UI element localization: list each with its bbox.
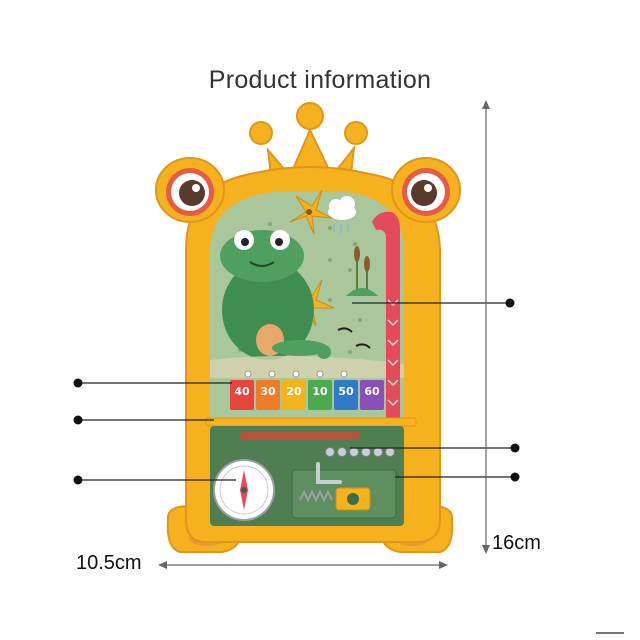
spring-icon	[299, 489, 333, 503]
score-value: 60	[364, 385, 380, 398]
score-row: 40 30 20 10 50 60	[230, 380, 384, 410]
divider-bar	[205, 417, 417, 427]
score-value: 30	[260, 385, 276, 398]
score-tile	[360, 380, 384, 410]
frog-eye-icon	[155, 157, 225, 223]
callout-lines	[73, 298, 520, 485]
corner-mark	[596, 632, 624, 634]
height-label: 16cm	[492, 532, 541, 554]
width-label: 10.5cm	[76, 552, 142, 574]
score-tile	[308, 380, 332, 410]
compass-dial-icon	[213, 459, 275, 521]
score-value: 40	[234, 385, 250, 398]
score-value: 10	[312, 385, 328, 398]
score-tile	[282, 380, 306, 410]
score-tile	[230, 380, 254, 410]
page-title: Product information	[208, 66, 432, 94]
reed-plants	[346, 246, 378, 296]
cloud-icon	[328, 196, 356, 234]
height-dimension-arrow	[482, 100, 490, 554]
score-value: 50	[338, 385, 354, 398]
ball-tube	[372, 211, 400, 418]
pinball-toy: 40 30 20 10 50 60	[155, 102, 461, 553]
frog-eye-icon	[391, 157, 461, 223]
score-tile	[334, 380, 358, 410]
score-value: 20	[286, 385, 302, 398]
score-tile	[256, 380, 280, 410]
pinwheel-icon	[289, 189, 333, 235]
width-dimension-arrow	[158, 561, 448, 569]
frog-icon	[220, 230, 328, 360]
